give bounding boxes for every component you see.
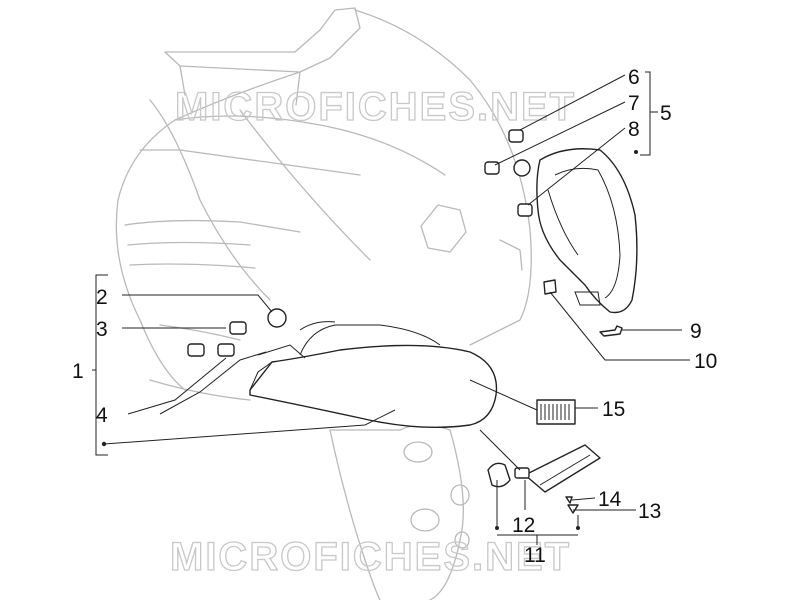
bulb-12-icon (514, 467, 530, 479)
callout-numbers: 2 3 1 4 6 7 8 5 9 10 15 14 13 12 11 (72, 66, 717, 567)
bulb-6-icon (508, 129, 524, 143)
callout-10: 10 (694, 350, 717, 373)
tail-light-assembly (249, 321, 498, 429)
callout-7: 7 (628, 92, 640, 115)
license-plate-light (487, 444, 601, 514)
callout-8: 8 (628, 118, 640, 141)
screw-14-icon (565, 496, 573, 504)
callout-15: 15 (602, 398, 625, 421)
callout-14: 14 (598, 488, 622, 511)
callout-5: 5 (660, 102, 672, 125)
callout-4: 4 (96, 404, 108, 427)
reflector (536, 399, 576, 425)
screw-and-bracket (543, 279, 623, 337)
callout-3: 3 (96, 318, 108, 341)
callout-12: 12 (512, 514, 535, 537)
watermark-bottom: MICROFICHES.NET (170, 535, 571, 579)
screw-9-icon (599, 325, 623, 337)
callout-13: 13 (638, 500, 661, 523)
callout-11: 11 (524, 544, 546, 567)
callout-6: 6 (628, 66, 640, 89)
bulb-ball-icon (513, 159, 531, 177)
bracket-10-icon (543, 279, 557, 295)
bulbs-left (187, 308, 287, 357)
watermark-top: MICROFICHES.NET (175, 85, 576, 129)
bulb-holder-icon (487, 462, 511, 488)
bulb-4a-icon (187, 343, 205, 357)
screw-13-icon (567, 504, 579, 514)
callout-1: 1 (72, 360, 84, 383)
leader-lines (92, 71, 690, 545)
callout-9: 9 (690, 320, 702, 343)
bulb-3-icon (229, 321, 247, 335)
bulb-2-icon (267, 308, 287, 328)
bulb-8-icon (517, 203, 533, 217)
plate-light-housing-icon (524, 444, 601, 493)
bulb-4b-icon (217, 343, 235, 357)
callout-2: 2 (96, 286, 108, 309)
turn-signal-assembly (536, 148, 638, 314)
